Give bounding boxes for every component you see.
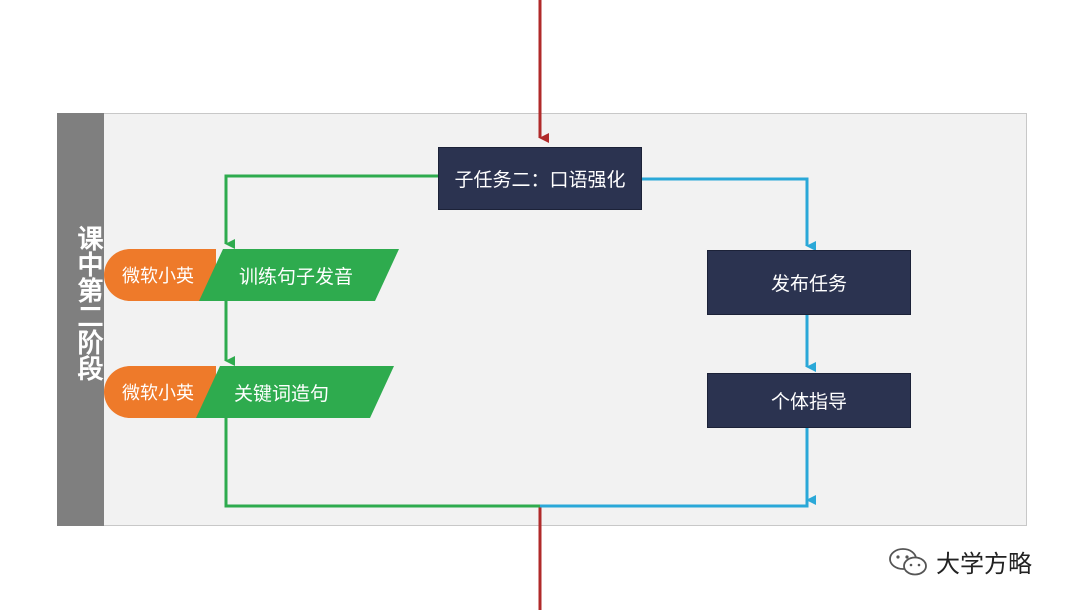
teacher-activity-1: 发布任务 <box>707 250 911 315</box>
tool-name-1: 微软小英 <box>122 266 194 287</box>
stage-bar <box>57 113 104 526</box>
student-path-merge <box>224 418 540 508</box>
tool-label-1: 微软小英 <box>104 249 216 301</box>
student-activity-2: 关键词造句 <box>196 366 394 418</box>
student-activity-1-label: 训练句子发音 <box>239 265 354 288</box>
subtask-title-box: 子任务二：口语强化 <box>438 147 642 210</box>
wechat-icon <box>889 547 927 575</box>
teacher-activity-2-label: 个体指导 <box>770 391 847 413</box>
student-path-branch <box>224 174 438 249</box>
student-activity-2-label: 关键词造句 <box>234 382 330 405</box>
tool-name-2: 微软小英 <box>122 383 194 404</box>
subtask-title: 子任务二：口语强化 <box>454 169 626 191</box>
teacher-activity-1-label: 发布任务 <box>770 273 847 295</box>
watermark: 大学方略 <box>888 544 1032 579</box>
watermark-text: 大学方略 <box>936 550 1032 578</box>
teacher-path-merge <box>540 499 809 508</box>
student-activity-1: 训练句子发音 <box>199 249 399 301</box>
teacher-path-branch <box>642 177 816 251</box>
stage-label: 课中第二阶段 <box>73 225 103 381</box>
tool-label-2: 微软小英 <box>104 366 216 418</box>
teacher-activity-2: 个体指导 <box>707 373 911 428</box>
